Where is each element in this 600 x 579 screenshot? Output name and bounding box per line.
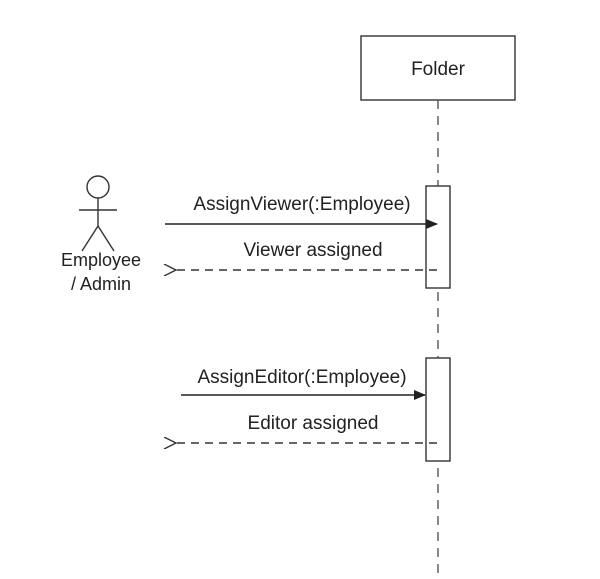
message-editor-assigned-label: Editor assigned — [248, 413, 379, 434]
actor-head — [86, 175, 110, 199]
actor-right-leg — [97, 225, 115, 252]
message-assign-viewer: AssignViewer(:Employee) — [165, 194, 438, 229]
folder-lifeline-header: Folder — [360, 35, 516, 101]
message-viewer-assigned-label: Viewer assigned — [243, 240, 382, 261]
actor-left-leg — [81, 225, 99, 252]
message-assign-viewer-label: AssignViewer(:Employee) — [193, 194, 410, 215]
message-editor-assigned: Editor assigned — [176, 413, 437, 443]
actor-name-line1: Employee — [61, 250, 141, 270]
message-assign-editor: AssignEditor(:Employee) — [181, 367, 426, 400]
activation-bar-2 — [425, 357, 451, 462]
message-assign-editor-label: AssignEditor(:Employee) — [197, 367, 406, 388]
folder-object-label: Folder — [411, 59, 466, 80]
actor-stick-figure — [79, 175, 117, 252]
folder-object-box — [360, 35, 516, 101]
actor-name-line2: / Admin — [71, 274, 131, 294]
message-viewer-assigned: Viewer assigned — [176, 240, 437, 270]
activation-bar-1 — [425, 185, 451, 289]
